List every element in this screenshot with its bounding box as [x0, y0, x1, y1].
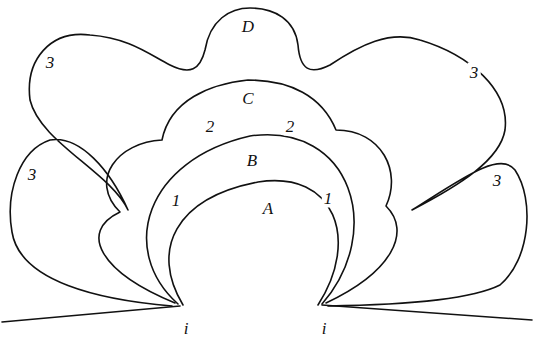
outline-d [10, 8, 527, 306]
stage-label: 1 [322, 189, 335, 208]
stage-label: A [261, 199, 275, 218]
ground-line [2, 306, 180, 322]
stage-label: 3 [491, 171, 504, 190]
outline-b [147, 135, 354, 304]
stage-label: 3 [44, 53, 57, 72]
stage-label: i [320, 319, 329, 338]
ground-line [322, 305, 532, 320]
stage-label: 1 [170, 191, 183, 210]
stage-label: 2 [284, 117, 297, 136]
stage-label: B [245, 151, 259, 170]
stage-label: 2 [204, 117, 217, 136]
stage-label: C [240, 89, 255, 108]
stage-label: i [182, 319, 191, 338]
outline-a [169, 181, 338, 305]
stage-label: 3 [468, 63, 481, 82]
stage-label: D [240, 17, 256, 36]
stage-label: 3 [26, 165, 39, 184]
outline-c [99, 80, 397, 303]
